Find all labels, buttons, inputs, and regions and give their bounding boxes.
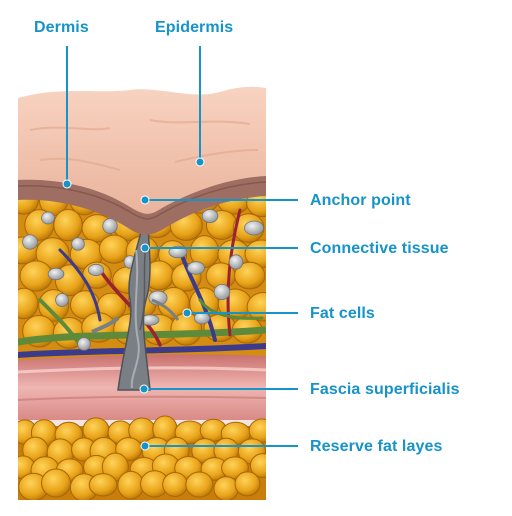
connective-nodule <box>55 293 69 307</box>
fat-cell <box>185 471 214 498</box>
dermis-dot <box>62 179 72 189</box>
connective-nodule <box>228 254 244 270</box>
connective-nodule <box>168 245 188 259</box>
connective-nodule <box>87 263 105 277</box>
connective-nodule <box>213 284 231 300</box>
fat-cell <box>18 287 39 320</box>
connective-nodule <box>187 261 205 275</box>
fat-cell <box>246 292 266 322</box>
fat-cell <box>234 471 261 497</box>
epidermis-dot <box>195 157 205 167</box>
fascia-superficialis-label: Fascia superficialis <box>310 381 460 398</box>
leader-lines <box>66 46 298 447</box>
fat-cell <box>213 476 239 500</box>
fat-cell <box>249 453 266 479</box>
connective-nodule <box>77 337 91 351</box>
epidermis-layer <box>18 86 266 214</box>
anchor-point-label: Anchor point <box>310 192 411 209</box>
fat-cell <box>88 473 118 497</box>
dermis-label: Dermis <box>34 19 89 36</box>
connective-nodule <box>22 234 38 250</box>
reserve-fat-label: Reserve fat layes <box>310 438 443 455</box>
connective-nodule <box>41 211 55 225</box>
fascia-dot <box>139 384 149 394</box>
fat-cell <box>53 208 83 242</box>
epidermis-label: Epidermis <box>155 19 234 36</box>
connective-tissue-dot <box>140 243 150 253</box>
connective-nodule <box>244 220 264 236</box>
dermis-layer <box>18 174 266 235</box>
fat-cell <box>117 470 145 500</box>
fat-cell <box>234 261 266 290</box>
fat-cell <box>162 471 188 497</box>
connective-nodule <box>71 237 85 251</box>
fat-cells-label: Fat cells <box>310 305 375 322</box>
reserve-fat-cells <box>18 415 266 500</box>
leader-dots <box>62 157 205 451</box>
fat-cell <box>40 468 72 498</box>
connective-tissue-label: Connective tissue <box>310 240 449 257</box>
fat-cell <box>248 418 266 443</box>
fat-cell <box>19 260 53 292</box>
connective-nodules <box>22 209 264 351</box>
connective-nodule <box>102 218 118 234</box>
fat-cells-dot <box>182 308 192 318</box>
anchor-point-dot <box>140 195 150 205</box>
reserve-fat-dot <box>140 441 150 451</box>
connective-nodule <box>47 267 65 281</box>
connective-nodule <box>201 209 219 223</box>
